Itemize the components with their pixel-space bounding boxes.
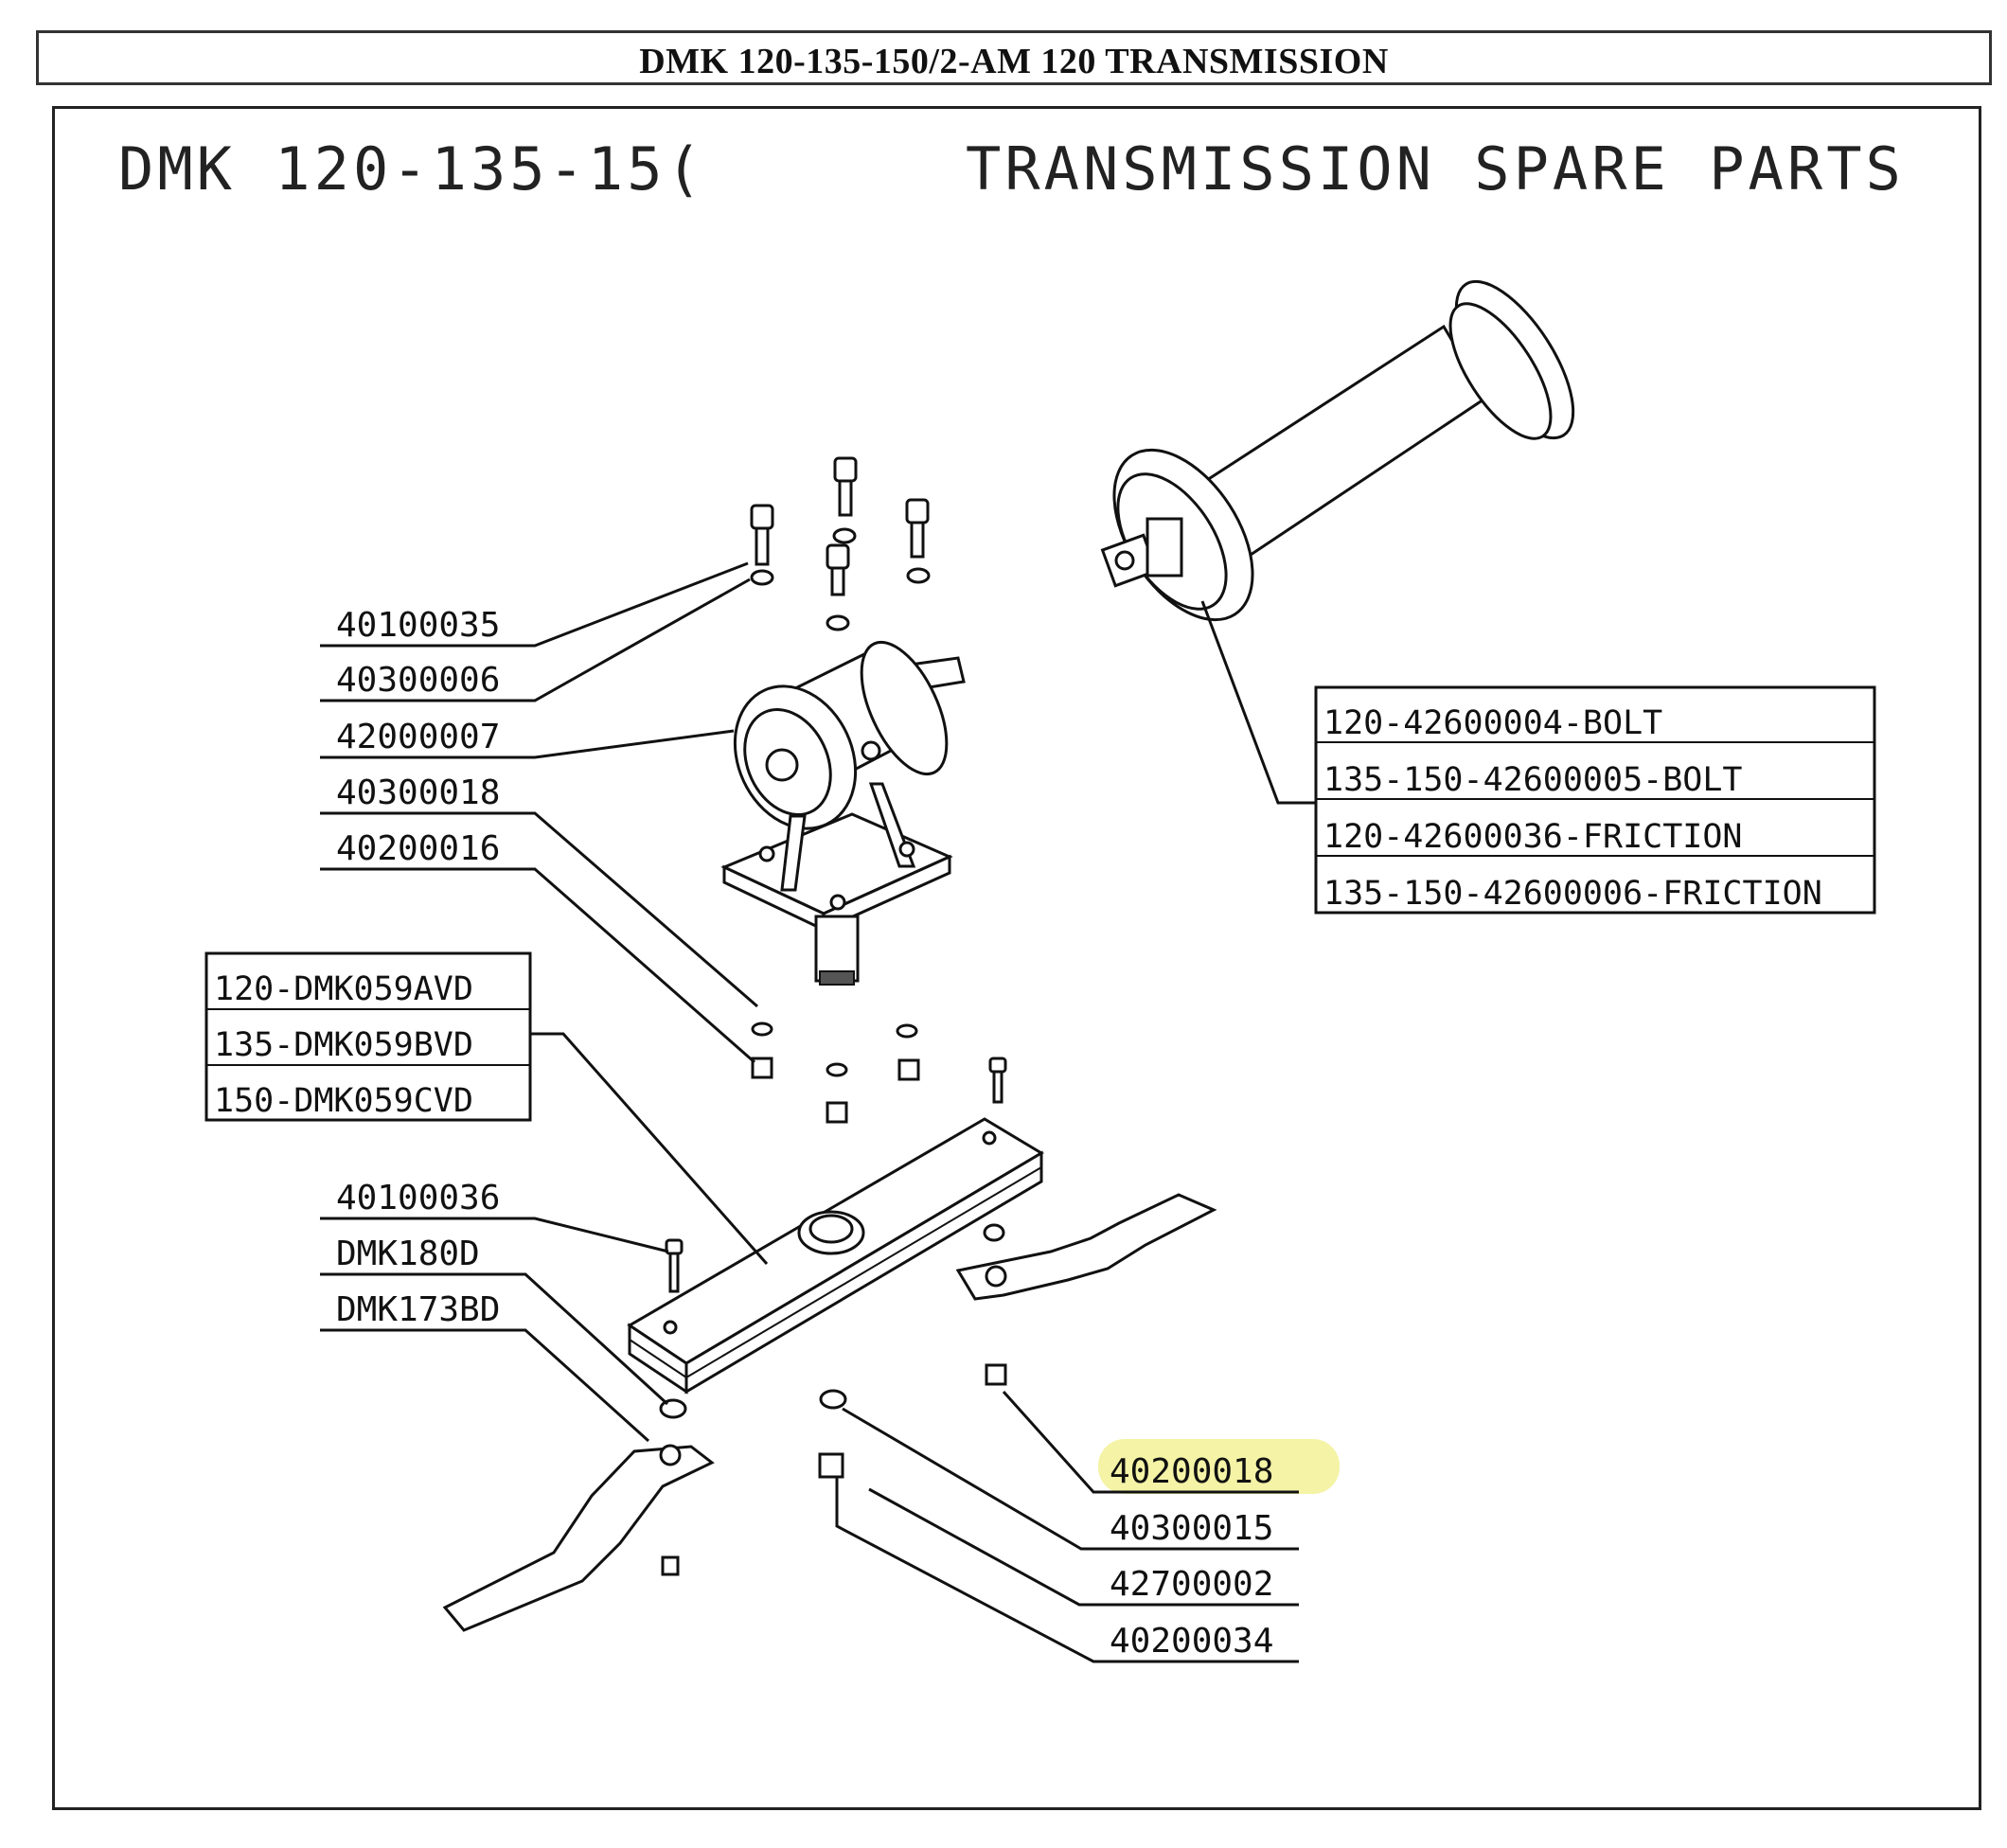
pto-shaft	[1100, 279, 1575, 622]
blade-holder-box: 120-DMK059AVD 135-DMK059BVD 150-DMK059CV…	[204, 951, 532, 1122]
lower-right-hardware	[818, 1363, 1007, 1479]
shaft-parts-box: 120-42600004-BOLT 135-150-42600005-BOLT …	[1314, 685, 1876, 915]
part-label-42700002: 42700002	[1110, 1565, 1273, 1604]
gearbox	[720, 640, 966, 986]
highlight-40200018	[1098, 1439, 1340, 1494]
top-bolts	[750, 456, 931, 631]
shaft-part-4: 135-150-42600006-FRICTION	[1323, 875, 1822, 913]
shaft-part-2: 135-150-42600005-BOLT	[1323, 761, 1743, 799]
part-label-dmk173bd: DMK173BD	[336, 1290, 500, 1329]
header-title: DMK 120-135-150/2-AM 120 TRANSMISSION	[639, 42, 1389, 81]
part-label-40200034: 40200034	[1110, 1622, 1273, 1661]
part-label-40100035: 40100035	[336, 606, 500, 645]
lower-right-part-labels: 40200018 40300015 42700002 40200034	[1110, 1452, 1273, 1661]
part-label-dmk180d: DMK180D	[336, 1235, 480, 1273]
shaft-part-1: 120-42600004-BOLT	[1323, 704, 1662, 742]
right-blade	[955, 1193, 1217, 1301]
part-label-42000007: 42000007	[336, 718, 500, 756]
part-label-40200018: 40200018	[1110, 1452, 1273, 1491]
part-label-40300006: 40300006	[336, 661, 500, 700]
part-label-40300015: 40300015	[1110, 1509, 1273, 1548]
part-label-40300018: 40300018	[336, 773, 500, 812]
drawing-title-right: TRANSMISSION SPARE PARTS	[966, 134, 1905, 204]
blade-holder-135: 135-DMK059BVD	[214, 1026, 473, 1064]
drawing-title-left: DMK 120-135-15(	[118, 134, 705, 204]
blade-holder-120: 120-DMK059AVD	[214, 970, 473, 1008]
drawing-frame	[52, 106, 1981, 1810]
left-part-labels: 40100035 40300006 42000007 40300018 4020…	[336, 606, 500, 868]
lower-hardware	[751, 1022, 1007, 1124]
bolt-40100036	[665, 1238, 684, 1293]
shaft-part-3: 120-42600036-FRICTION	[1323, 818, 1743, 856]
lower-left-part-labels: 40100036 DMK180D DMK173BD	[336, 1179, 500, 1329]
header-box: DMK 120-135-150/2-AM 120 TRANSMISSION	[36, 30, 1992, 85]
blade-holder-150: 150-DMK059CVD	[214, 1082, 473, 1120]
left-blade	[442, 1398, 715, 1632]
part-label-40100036: 40100036	[336, 1179, 500, 1217]
part-label-40200016: 40200016	[336, 829, 500, 868]
blade-holder	[627, 1117, 1044, 1395]
